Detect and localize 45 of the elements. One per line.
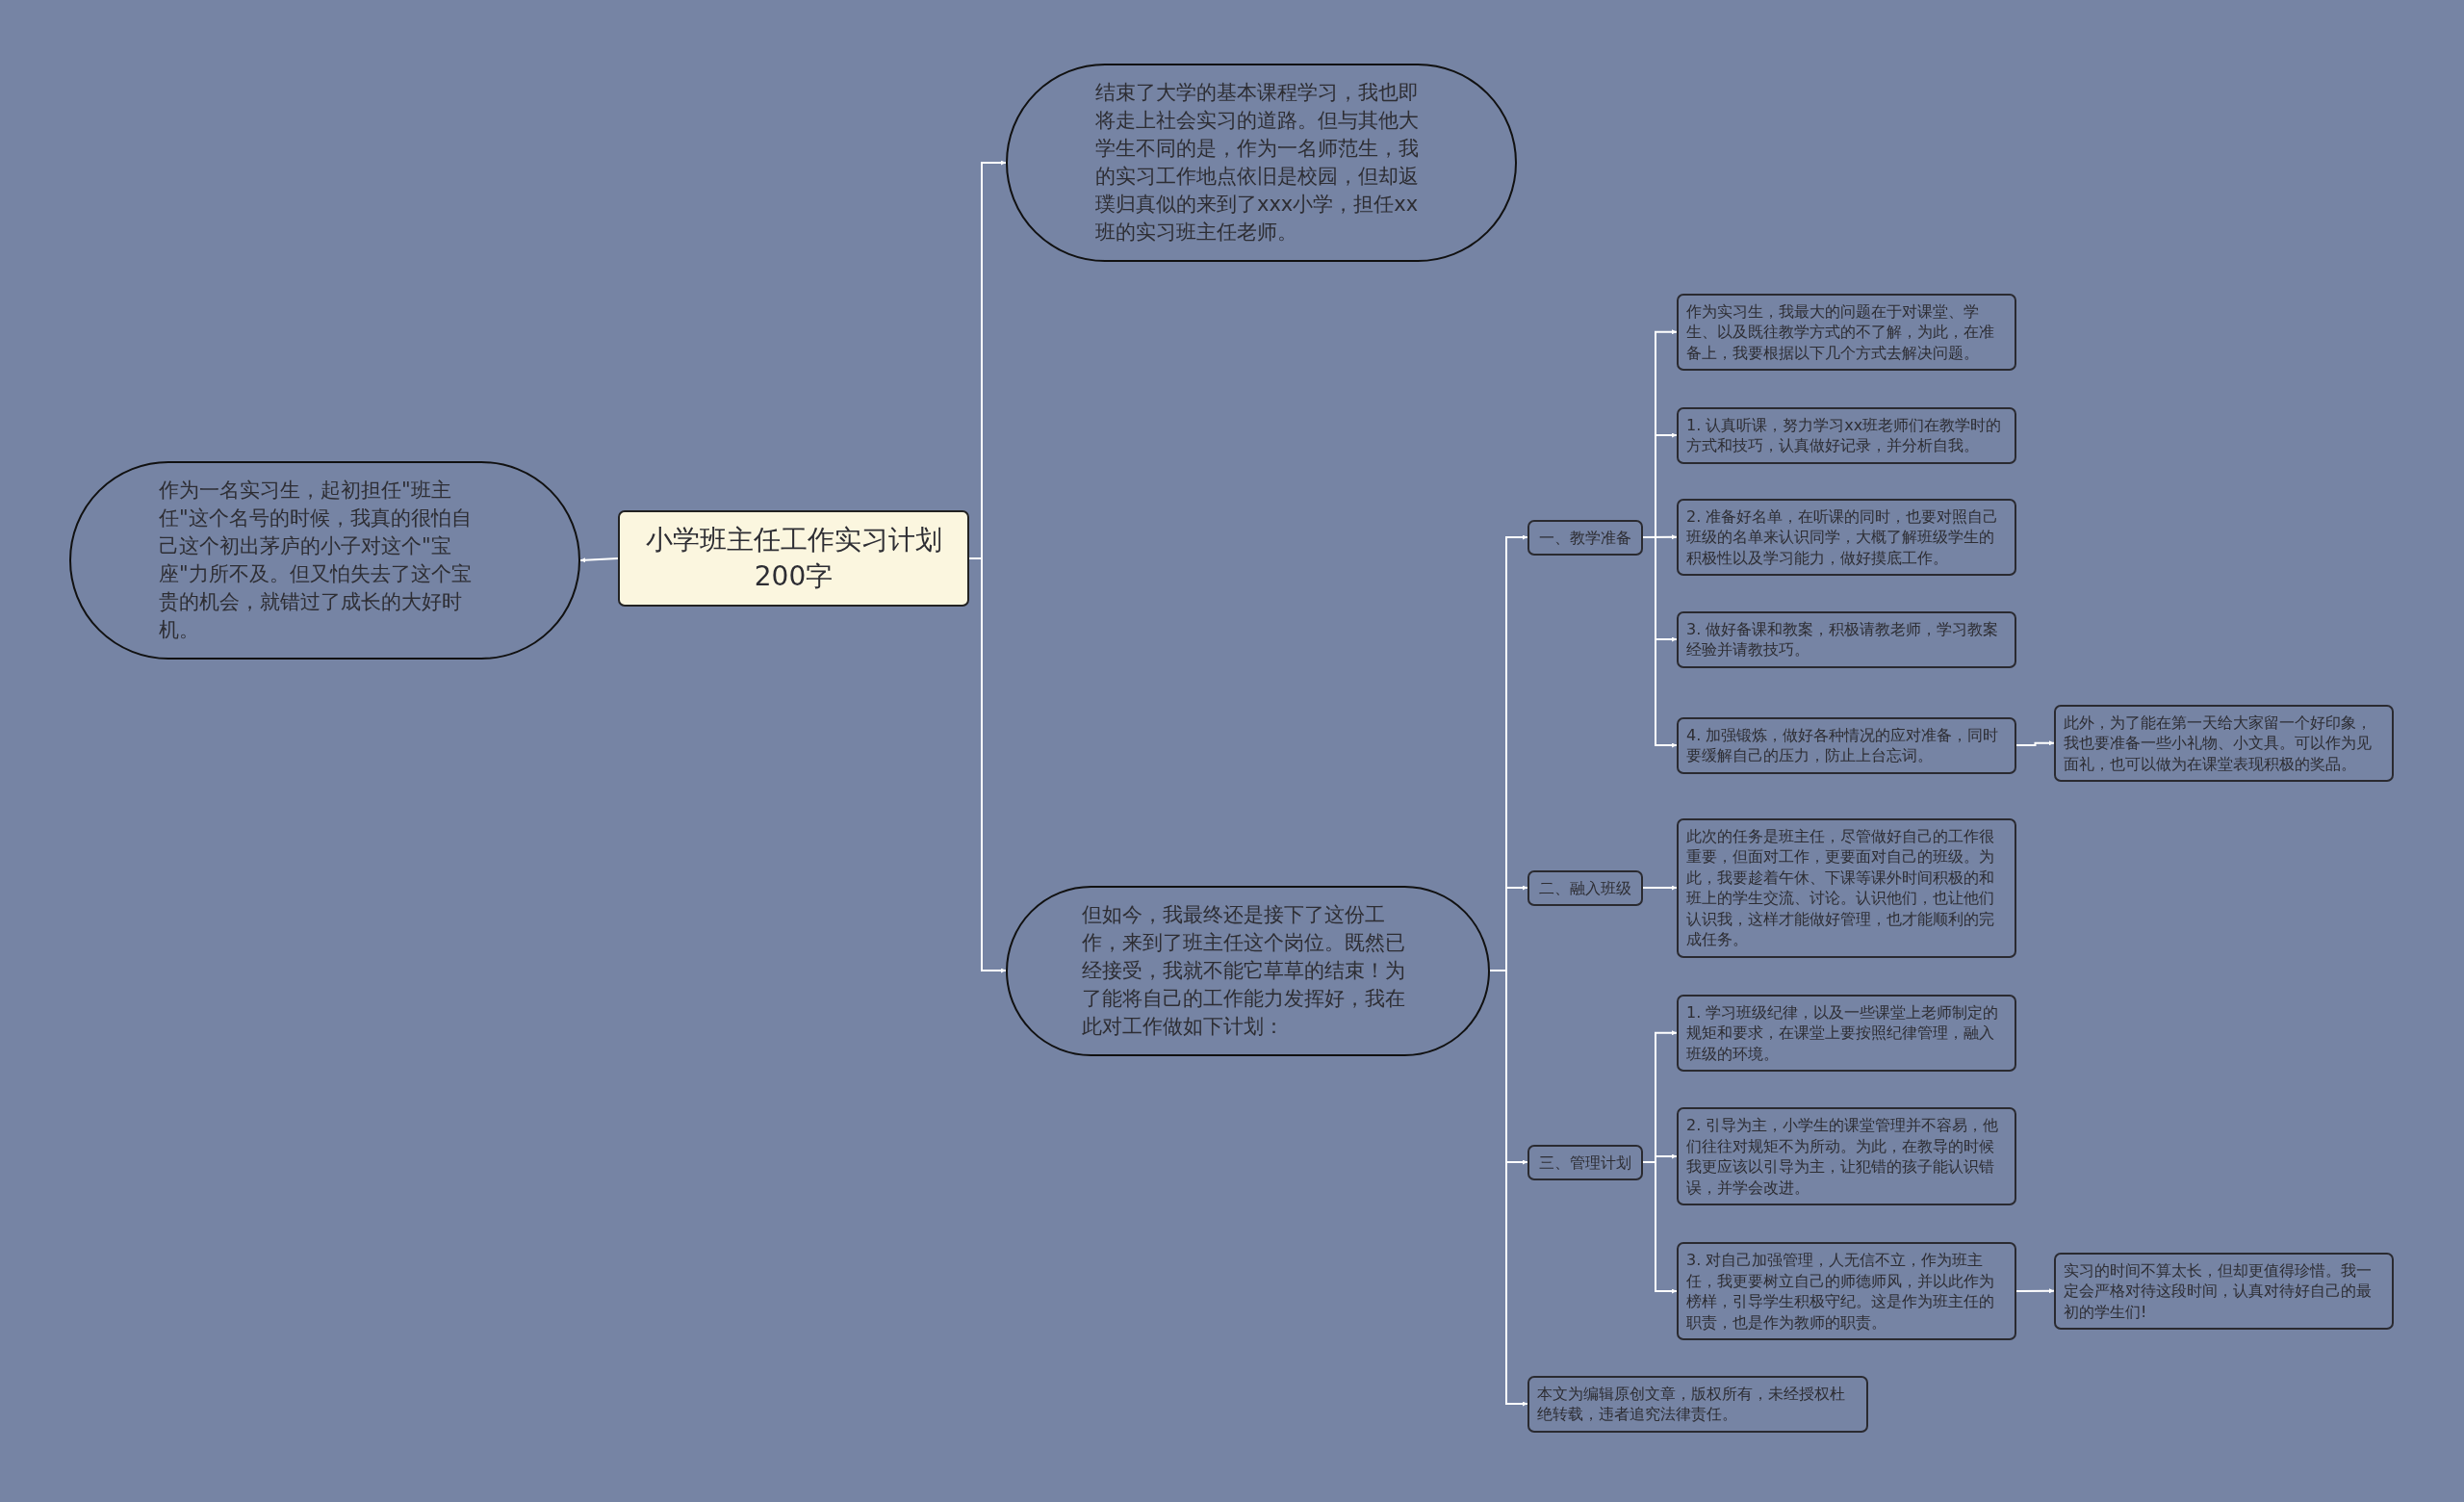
node-text: 此次的任务是班主任，尽管做好自己的工作很重要，但面对工作，更要面对自己的班级。为此，我要趁着午休、下课等课外时间积极的和班上的学生交流、讨论。认识他们，也让他们认识我，这样才能做好管理，也才能顺利的完成任务。	[1686, 825, 1995, 950]
text-box	[1677, 994, 2016, 1072]
text-bubble	[69, 461, 580, 660]
text-box	[1677, 1107, 2016, 1205]
arrow	[2015, 740, 2055, 746]
text-bubble	[1006, 64, 1517, 262]
node-text: 本文为编辑原创文章，版权所有，未经授权杜绝转载，违者追究法律责任。	[1537, 1383, 1846, 1425]
node-text: 4. 加强锻炼，做好各种情况的应对准备，同时要缓解自己的压力，防止上台忘词。	[1686, 724, 2000, 766]
arrow	[579, 557, 619, 563]
node-text: 1. 认真听课，努力学习xx班老师们在教学时的方式和技巧，认真做好记录，并分析自我。	[1686, 414, 2003, 456]
node-text: 三、管理计划	[1539, 1152, 1631, 1173]
text-box	[1677, 716, 2016, 774]
node-text: 作为实习生，我最大的问题在于对课堂、学生、以及既往教学方式的不了解，为此，在准备上，我要根据以下几个方式去解决问题。	[1686, 300, 1995, 363]
text-box	[1677, 498, 2016, 576]
arrow	[1642, 1161, 1678, 1294]
text-box	[2054, 704, 2394, 782]
text-box	[1677, 817, 2016, 958]
node-text: 二、融入班级	[1539, 877, 1631, 898]
arrow	[1489, 970, 1528, 1407]
node-text: 3. 对自己加强管理，人无信不立，作为班主任，我更要树立自己的师德师风，并以此作为榜样，引导学生积极守纪。这是作为班主任的职责，也是作为教师的职责。	[1686, 1250, 1995, 1333]
arrow	[2015, 1288, 2055, 1294]
node-text: 此外，为了能在第一天给大家留一个好印象，我也要准备一些小礼物、小文具。可以作为见面礼，也可以做为在课堂表现积极的奖品。	[2064, 712, 2373, 774]
text-box	[2054, 1252, 2394, 1330]
text-box	[1677, 293, 2016, 371]
node-text: 一、教学准备	[1539, 527, 1631, 548]
node-text: 2. 引导为主，小学生的课堂管理并不容易，他们往往对规矩不为所动。为此，在教导的时候我更应该以引导为主，让犯错的孩子能认识错误，并学会改进。	[1686, 1115, 2000, 1198]
arrow	[1642, 885, 1678, 891]
node-text: 小学班主任工作实习计划200字	[644, 523, 943, 594]
node-text: 结束了大学的基本课程学习，我也即将走上社会实习的道路。但与其他大学生不同的是，作为一名师范生，我的实习工作地点依旧是校园，但却返璞归真似的来到了xxx小学，担任xx班的实习班主任老师。	[1095, 80, 1420, 246]
text-box	[1677, 610, 2016, 668]
text-box	[1677, 406, 2016, 464]
category-box	[1527, 869, 1643, 906]
text-box	[1677, 1242, 2016, 1340]
node-text: 但如今，我最终还是接下了这份工作，来到了班主任这个岗位。既然已经接受，我就不能它草草的结束！为了能将自己的工作能力发挥好，我在此对工作做如下计划：	[1082, 901, 1406, 1040]
text-box	[1527, 1375, 1868, 1433]
topic-box	[618, 510, 969, 607]
node-text: 1. 学习班级纪律，以及一些课堂上老师制定的规矩和要求，在课堂上要按照纪律管理，融入班级的环境。	[1686, 1001, 2000, 1064]
node-text: 2. 准备好名单，在听课的同时，也要对照自己班级的名单来认识同学，大概了解班级学生的积极性以及学习能力，做好摸底工作。	[1686, 505, 2000, 568]
node-text: 实习的时间不算太长，但却更值得珍惜。我一定会严格对待这段时间，认真对待好自己的最初的学生们!	[2064, 1259, 2373, 1322]
text-bubble	[1006, 885, 1490, 1056]
arrow	[1642, 536, 1678, 748]
category-box	[1527, 519, 1643, 556]
node-text: 作为一名实习生，起初担任"班主任"这个名号的时候，我真的很怕自己这个初出茅庐的小子对这个"宝座"力所不及。但又怕失去了这个宝贵的机会，就错过了成长的大好时机。	[159, 478, 473, 643]
category-box	[1527, 1144, 1643, 1180]
node-text: 3. 做好备课和教案，积极请教老师，学习教案经验并请教技巧。	[1686, 618, 2000, 660]
